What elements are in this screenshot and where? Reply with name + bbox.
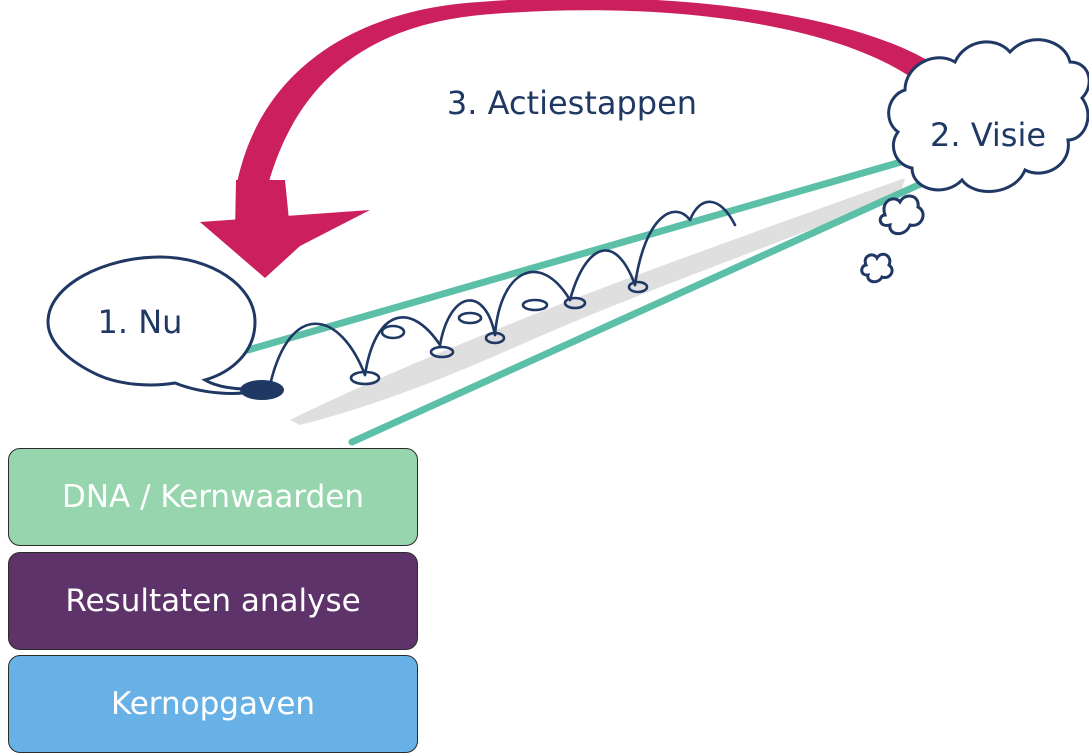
label-vision: 2. Visie	[930, 116, 1046, 154]
label-action-steps: 3. Actiestappen	[447, 84, 697, 122]
hop-trajectory	[268, 200, 737, 387]
speech-bubble-now: 1. Nu	[46, 255, 284, 400]
thought-bubble-tiny	[860, 252, 894, 284]
arrow-neck	[235, 180, 290, 232]
curved-arrow	[200, 0, 935, 278]
thought-cloud-vision: 2. Visie	[860, 38, 1089, 284]
block-label: Resultaten analyse	[65, 583, 361, 619]
block-dna-kernwaarden: DNA / Kernwaarden	[8, 448, 418, 546]
block-label: DNA / Kernwaarden	[61, 479, 365, 515]
landing-mark	[521, 298, 549, 312]
block-resultaten-analyse: Resultaten analyse	[8, 552, 418, 650]
hop-arc	[363, 316, 442, 377]
landing-mark	[484, 331, 506, 345]
landing-mark	[429, 345, 455, 359]
speech-bubble-anchor-dot	[240, 380, 284, 400]
hop-arc	[633, 210, 692, 287]
road-shading	[290, 178, 905, 425]
block-kernopgaven: Kernopgaven	[8, 655, 418, 753]
hop-arc	[438, 299, 497, 347]
speech-bubble-outline	[46, 255, 266, 395]
landing-mark	[563, 296, 587, 310]
road-edge-lower	[348, 178, 929, 446]
hop-landing-marks	[349, 280, 649, 386]
road	[244, 154, 929, 446]
hop-arc	[568, 249, 637, 302]
hop-arc	[688, 200, 737, 227]
block-label: Kernopgaven	[110, 686, 316, 722]
landing-mark	[627, 280, 649, 294]
landing-mark	[349, 370, 381, 386]
thought-bubble-small	[878, 194, 925, 236]
landing-mark	[457, 311, 483, 325]
hop-arc	[493, 270, 572, 337]
hop-arc	[268, 322, 367, 387]
landing-mark	[380, 324, 406, 340]
thought-cloud-outline	[887, 38, 1089, 193]
road-edge-upper	[244, 154, 919, 354]
label-now: 1. Nu	[98, 303, 183, 341]
